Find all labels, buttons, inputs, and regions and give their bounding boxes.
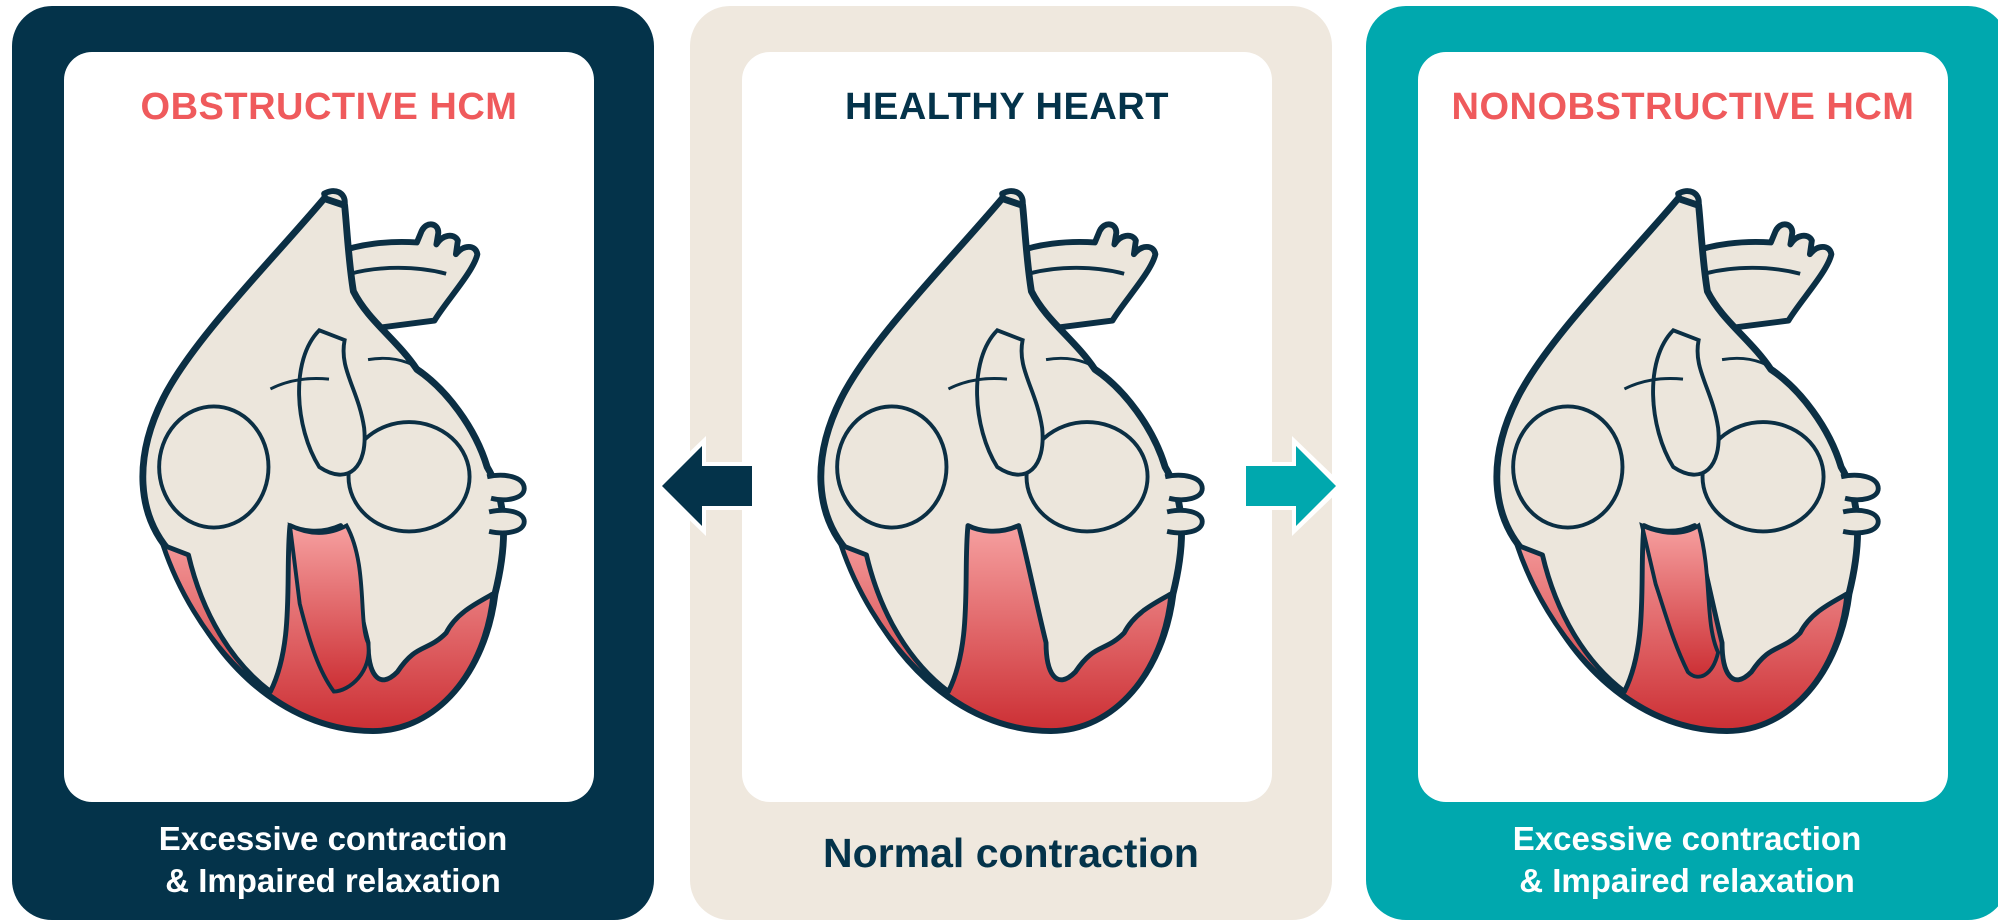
healthy-heart-card: HEALTHY HEART [742,52,1272,802]
nonobstructive-hcm-caption: Excessive contraction & Impaired relaxat… [1366,818,1998,902]
heart-illustration [1478,162,1888,772]
arrow-right-icon [1240,432,1352,540]
caption-line-1: Excessive contraction [1366,818,1998,860]
heart-illustration [124,162,534,772]
obstructive-hcm-caption: Excessive contraction & Impaired relaxat… [12,818,654,902]
arrow-left-icon [646,432,758,540]
caption-line-2: & Impaired relaxation [12,860,654,902]
caption-line-1: Excessive contraction [12,818,654,860]
healthy-heart-title: HEALTHY HEART [742,86,1272,129]
healthy-heart-caption: Normal contraction [690,832,1332,874]
nonobstructive-hcm-panel: NONOBSTRUCTIVE HCM Excessive contraction… [1366,6,1998,920]
obstructive-hcm-title: OBSTRUCTIVE HCM [64,86,594,129]
obstructive-hcm-card: OBSTRUCTIVE HCM [64,52,594,802]
nonobstructive-hcm-card: NONOBSTRUCTIVE HCM [1418,52,1948,802]
healthy-heart-panel: HEALTHY HEART Normal contraction [690,6,1332,920]
caption-line-2: & Impaired relaxation [1366,860,1998,902]
obstructive-hcm-panel: OBSTRUCTIVE HCM Excessive contraction & … [12,6,654,920]
heart-illustration [802,162,1212,772]
nonobstructive-hcm-title: NONOBSTRUCTIVE HCM [1418,86,1948,129]
